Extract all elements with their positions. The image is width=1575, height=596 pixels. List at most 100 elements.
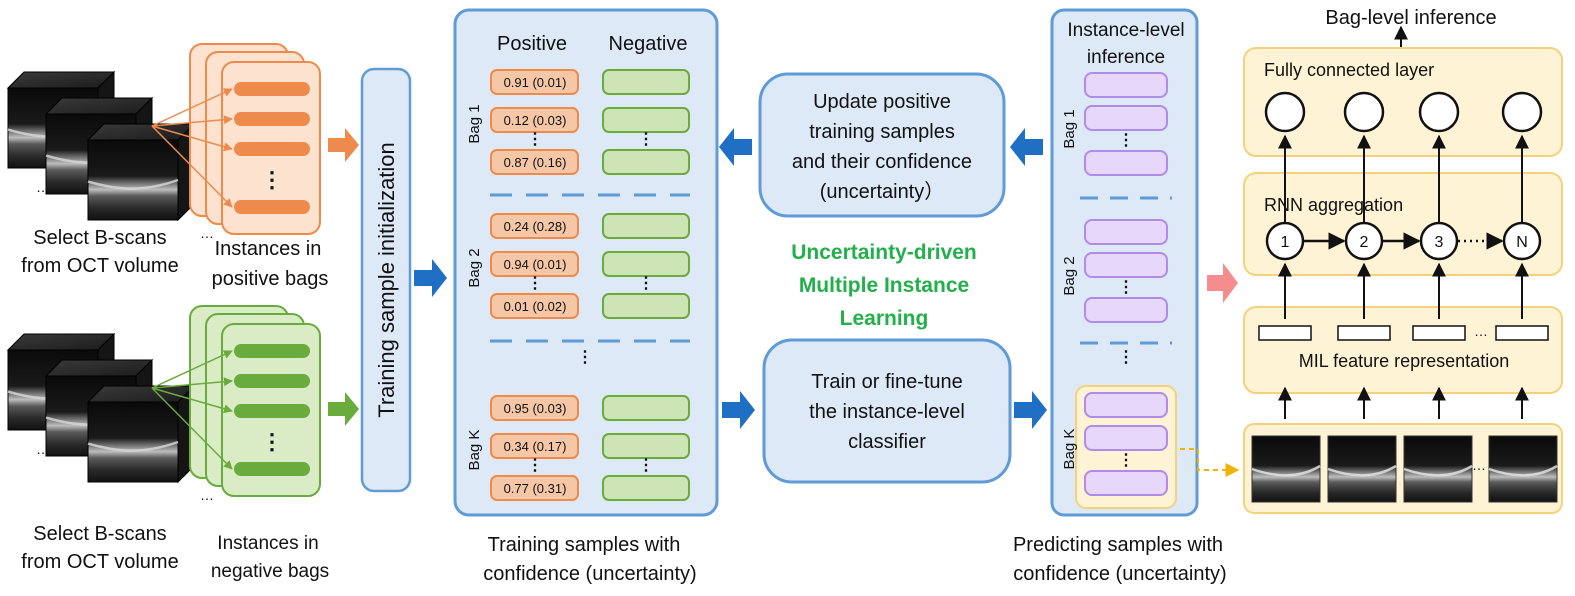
train-box-line3: classifier <box>848 431 926 453</box>
rnn-aggregation-label: RNN aggregation <box>1264 195 1403 215</box>
positive-sample-chip <box>490 149 579 175</box>
predicting-bags: ⋮Bag 1⋮Bag 2⋮Bag K⋮ <box>1061 72 1172 496</box>
bag-label: Bag 1 <box>1061 109 1078 148</box>
instance-ellipsis: ⋮ <box>261 429 283 454</box>
bag-label: Bag 2 <box>1061 256 1078 295</box>
training-caption-line1: Training samples with <box>488 534 681 556</box>
instance-link <box>151 350 233 389</box>
volume-ellipsis: … <box>200 225 214 241</box>
positive-flow-arrow <box>328 128 359 162</box>
training-init-label: Training sample initialization <box>374 142 399 418</box>
bag-label: Bag 1 <box>466 104 483 143</box>
model-flow-arrows <box>1278 134 1529 419</box>
positive-sample-chip <box>490 433 579 459</box>
instance-link <box>151 125 233 208</box>
oct-bscan-slice <box>86 122 196 222</box>
feature-vector <box>1337 325 1391 341</box>
bag-ellipsis: ⋮ <box>638 131 654 148</box>
more-bags-ellipsis: ⋮ <box>577 349 593 366</box>
instance-bar <box>234 374 310 388</box>
positive-sample-chip <box>490 69 579 95</box>
predict-to-update-arrow <box>1010 128 1043 166</box>
rnn-node <box>1502 221 1542 261</box>
update-positive-box <box>758 72 1006 218</box>
positive-column-header: Positive <box>497 33 567 55</box>
more-bags-ellipsis: ⋮ <box>1118 349 1134 366</box>
fully-connected-panel <box>1243 47 1563 157</box>
feature-vector <box>1495 325 1549 341</box>
positive-sample-chip <box>490 395 579 421</box>
positive-sample-chip <box>490 475 579 501</box>
positive-oct-volume: …… <box>6 70 214 241</box>
predict-to-bag-model-arrow <box>1207 263 1238 303</box>
instance-bar <box>234 200 310 214</box>
positive-sample-confidence: 0.24 (0.28) <box>504 219 567 234</box>
negative-instance-stack: ⋮ <box>151 305 321 497</box>
fc-neuron <box>1343 91 1385 133</box>
bag-label: Bag 2 <box>466 248 483 287</box>
update-box-line2: training samples <box>809 121 955 143</box>
negative-instances-caption-line2: negative bags <box>211 561 329 582</box>
negative-sample-chip <box>602 149 690 175</box>
negative-sample-chip <box>602 69 690 95</box>
init-to-training-arrow <box>414 259 447 297</box>
bag-ellipsis: ⋮ <box>638 275 654 292</box>
positive-sample-confidence: 0.94 (0.01) <box>504 257 567 272</box>
positive-sample-confidence: 0.77 (0.31) <box>504 481 567 496</box>
negative-sample-chip <box>602 475 690 501</box>
prediction-chip <box>1084 72 1168 98</box>
positive-sample-chip <box>490 251 579 277</box>
prediction-chip <box>1084 150 1168 176</box>
rnn-node-label: 3 <box>1435 234 1444 251</box>
positive-volume-caption-line2: from OCT volume <box>21 255 178 277</box>
positive-sample-chip <box>490 107 579 133</box>
instance-inference-line2: inference <box>1087 47 1165 68</box>
feature-vector <box>1258 325 1312 341</box>
rnn-node-label: N <box>1516 234 1528 251</box>
fully-connected-label: Fully connected layer <box>1264 60 1434 80</box>
positive-sample-confidence: 0.91 (0.01) <box>504 75 567 90</box>
fc-neuron <box>1264 91 1306 133</box>
bscan-image <box>1488 435 1558 503</box>
prediction-chip <box>1084 105 1168 131</box>
predicting-caption-line1: Predicting samples with <box>1013 534 1223 556</box>
instance-link <box>151 387 233 414</box>
instance-bar <box>234 462 310 476</box>
rnn-node <box>1344 221 1384 261</box>
bscan-image <box>1403 435 1473 503</box>
positive-sample-confidence: 0.34 (0.17) <box>504 439 567 454</box>
instance-bar <box>234 82 310 96</box>
instance-inference-line1: Instance-level <box>1067 20 1184 41</box>
update-box-line4: (uncertainty） <box>820 180 945 203</box>
negative-sample-chip <box>602 293 690 319</box>
bscan-image <box>1251 435 1321 503</box>
volume-ellipsis: … <box>36 179 50 195</box>
training-bags: 0.91 (0.01)0.12 (0.03)0.87 (0.16)⋮⋮Bag 1… <box>466 69 690 501</box>
method-title-line1: Uncertainty-driven <box>791 241 977 264</box>
negative-sample-chip <box>602 213 690 239</box>
positive-instance-stack: ⋮ <box>151 43 321 235</box>
prediction-chip <box>1084 297 1168 323</box>
bag-ellipsis: ⋮ <box>1118 279 1134 296</box>
update-box-line1: Update positive <box>813 91 951 113</box>
mil-feature-vectors: … <box>1258 323 1549 341</box>
instance-link <box>151 125 233 152</box>
train-box-line2: the instance-level <box>809 401 965 423</box>
negative-sample-chip <box>602 433 690 459</box>
instance-bar <box>234 344 310 358</box>
bag-ellipsis: ⋮ <box>527 131 543 148</box>
fc-neuron <box>1418 91 1460 133</box>
negative-sample-chip <box>602 251 690 277</box>
bag-k-to-bscans-connector <box>1180 448 1240 477</box>
training-to-train-arrow <box>722 391 755 429</box>
train-box-line1: Train or fine-tune <box>811 371 963 393</box>
negative-volume-caption-line1: Select B-scans <box>33 523 166 545</box>
training-caption-line2: confidence (uncertainty) <box>483 563 696 585</box>
prediction-chip <box>1084 392 1168 418</box>
instance-ellipsis: ⋮ <box>261 167 283 192</box>
mil-feature-panel <box>1243 306 1563 394</box>
positive-sample-confidence: 0.01 (0.02) <box>504 299 567 314</box>
